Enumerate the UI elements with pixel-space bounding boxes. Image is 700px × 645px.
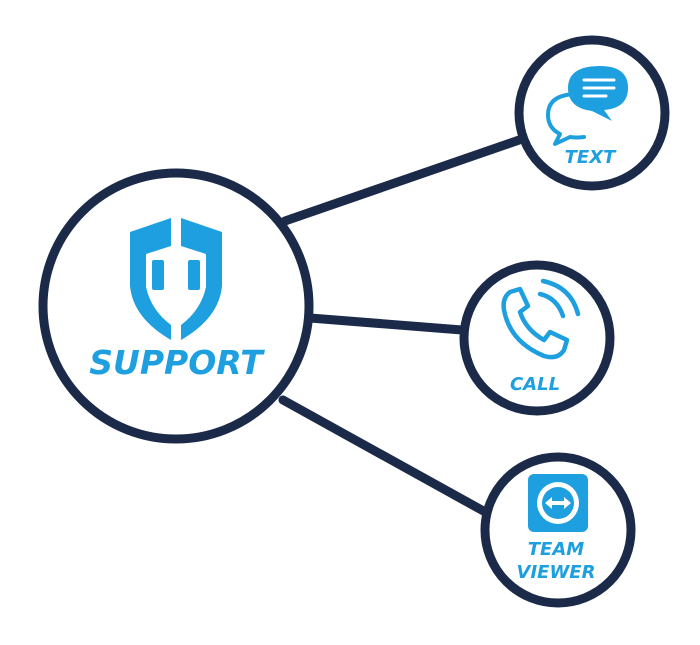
channel-label-teamviewer-line1: TEAM: [528, 539, 585, 560]
hub-label: SUPPORT: [89, 343, 265, 382]
chat-bubbles-icon: [546, 66, 628, 146]
hub-node-support: SUPPORT: [38, 168, 314, 444]
channel-node-teamviewer[interactable]: TEAM VIEWER: [480, 452, 636, 608]
teamviewer-icon: [528, 474, 588, 532]
connector-text: [280, 134, 527, 226]
connectors: [278, 134, 527, 518]
channel-label-teamviewer-line2: VIEWER: [517, 562, 596, 583]
shield-logo-icon: [130, 218, 222, 340]
connector-call: [305, 313, 467, 335]
channel-label-text: TEXT: [565, 147, 617, 168]
phone-icon: [501, 278, 581, 360]
connector-teamviewer: [278, 395, 492, 518]
channel-circle-text: [514, 35, 670, 191]
channel-label-call: CALL: [510, 374, 560, 395]
channel-node-text[interactable]: TEXT: [514, 35, 670, 191]
hub-circle: [38, 168, 314, 444]
channel-node-call[interactable]: CALL: [459, 260, 615, 416]
